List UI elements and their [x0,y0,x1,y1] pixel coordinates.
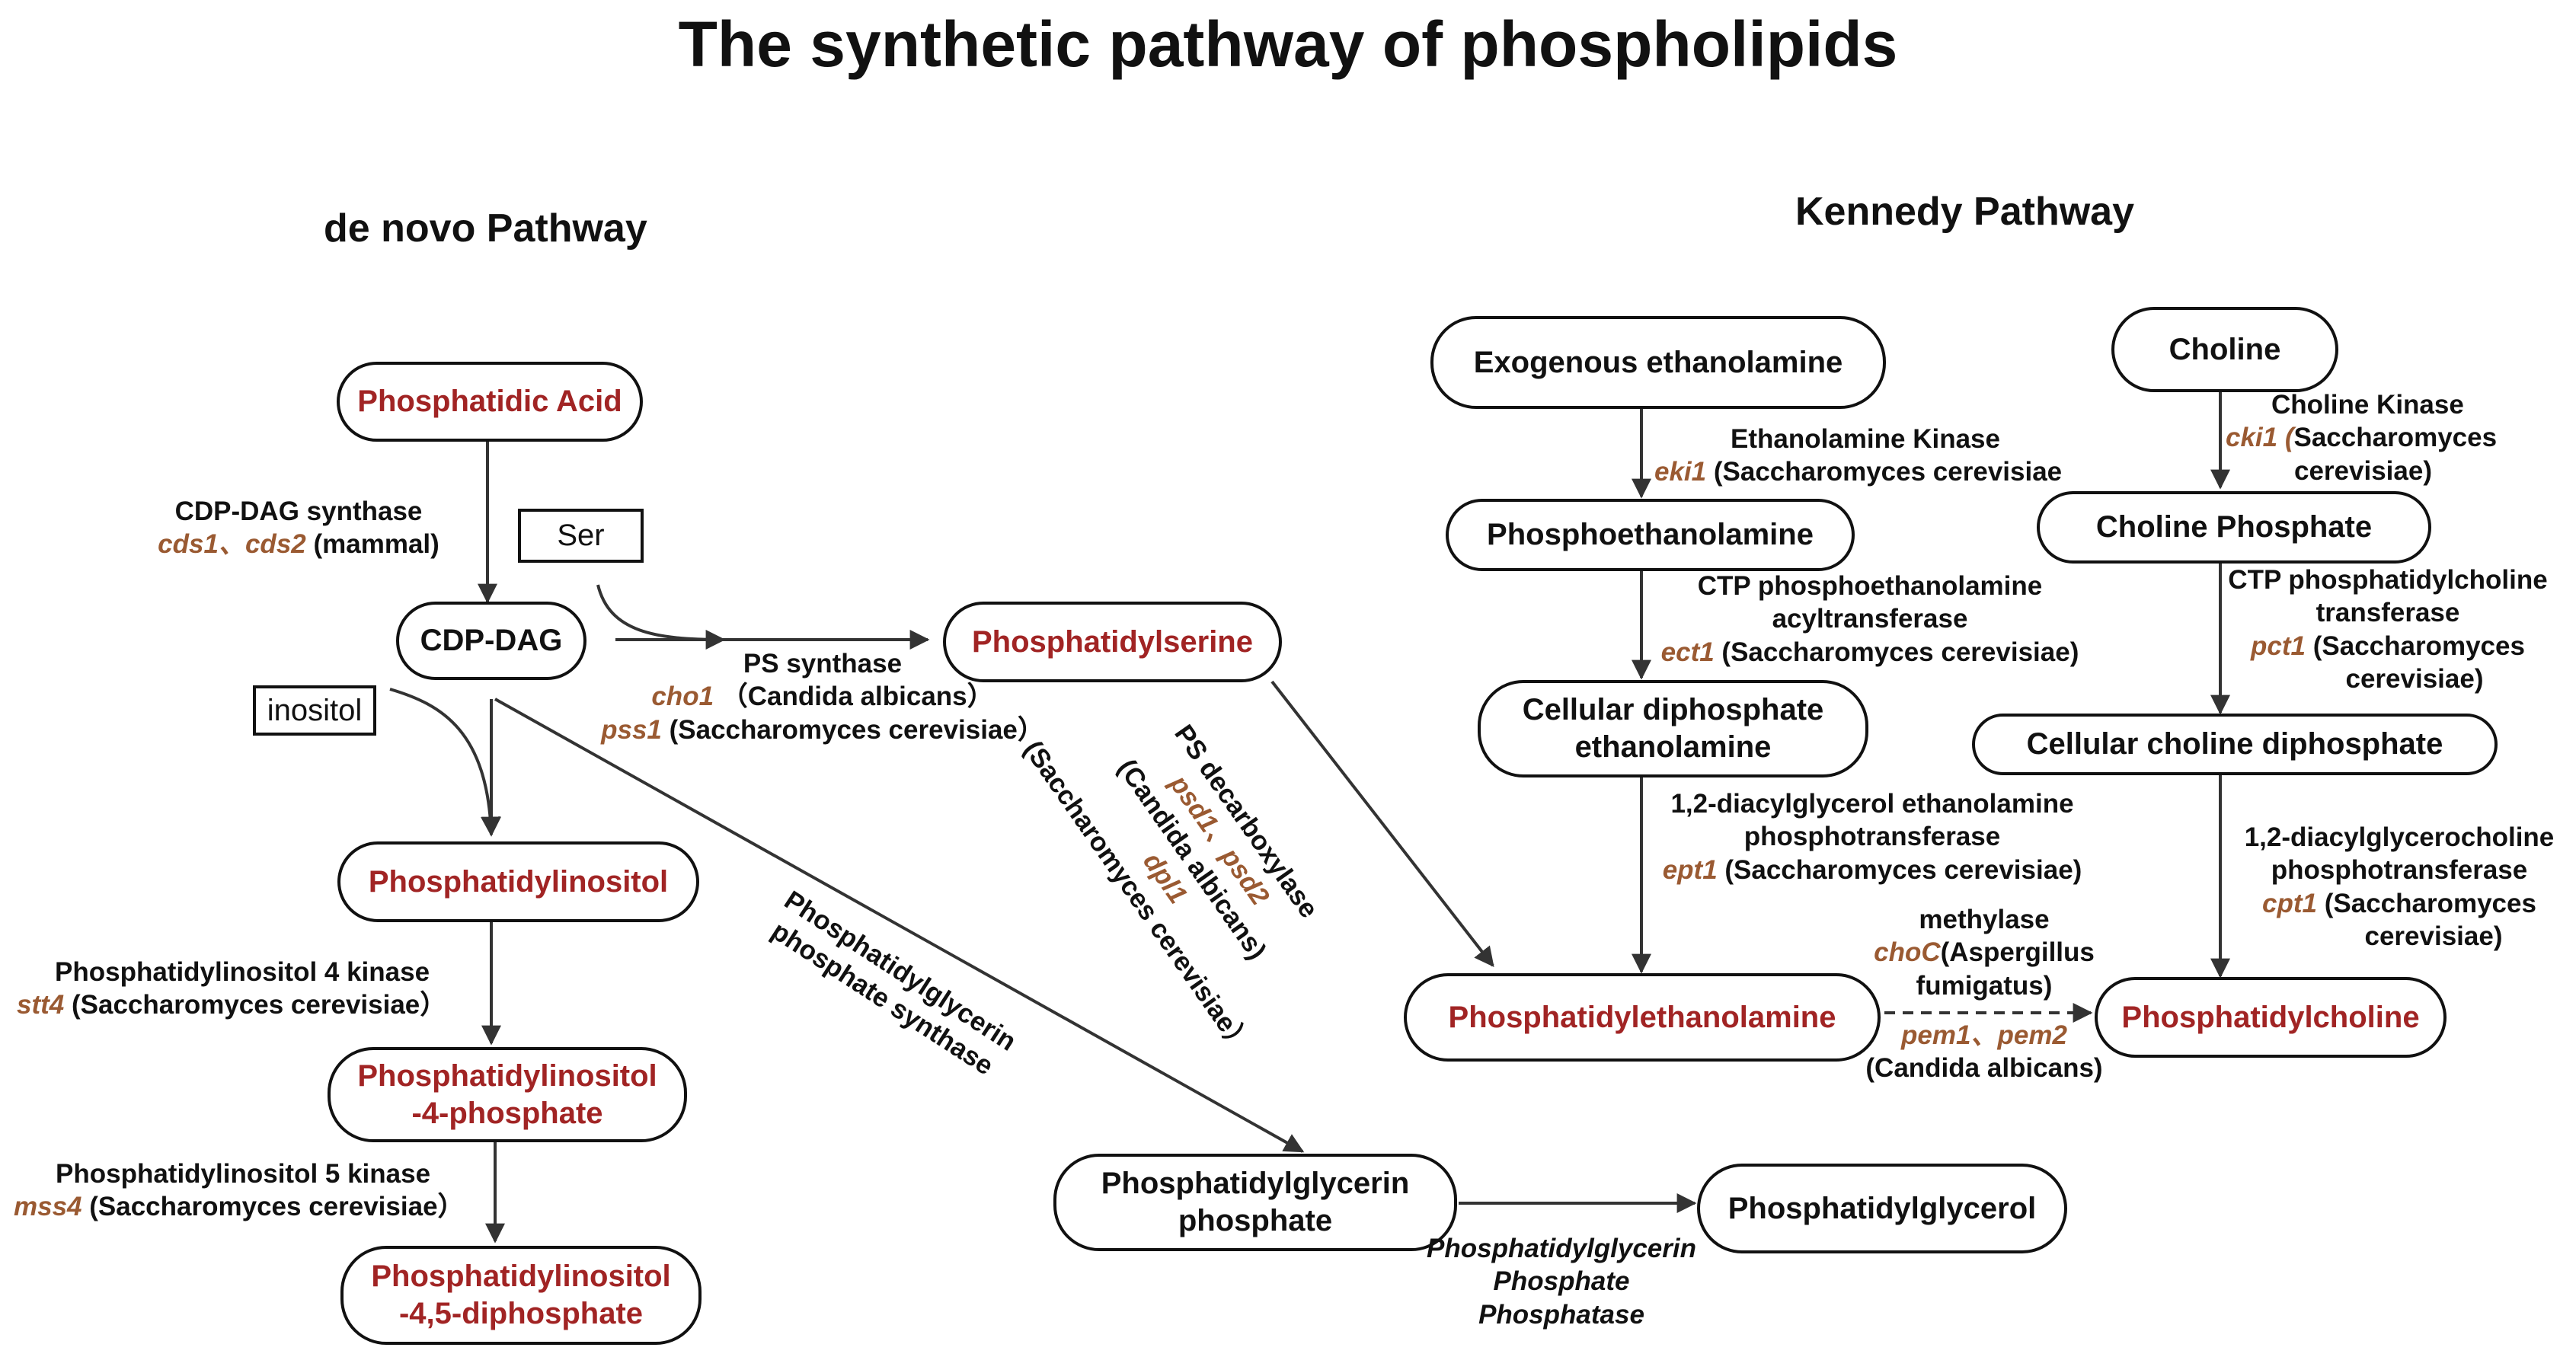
enzyme-pct-line1: CTP phosphatidylcholine [2228,565,2548,595]
node-cdp-choline: Cellular choline diphosphate [1972,714,2498,775]
node-phosphatidylserine: Phosphatidylserine [943,602,1282,682]
organism-cerevisiae: cerevisiae) [2294,455,2432,486]
label-pgp-phosphatase: Phosphatidylglycerin Phosphate Phosphata… [1427,1234,1696,1330]
gene-ect1: ect1 [1660,637,1715,667]
node-phosphoethanolamine: Phosphoethanolamine [1446,499,1855,571]
organism-candida-albicans: （Candida albicans） [714,682,994,712]
label-cpt: 1,2-diacylglycerocholine phosphotransfer… [2232,821,2567,953]
node-exogenous-ethanolamine: Exogenous ethanolamine [1430,316,1886,409]
de-novo-heading: de novo Pathway [324,206,647,251]
label-pi4-kinase: Phosphatidylinositol 4 kinase stt4 (Sacc… [17,956,504,1022]
gene-cds1: cds1 [158,529,219,560]
label-choline-kinase: Choline Kinase cki1 (Saccharomyces cerev… [2226,388,2553,487]
enzyme-ept-line2: phosphotransferase [1743,822,2001,852]
organism-cerevisiae: cerevisiae) [2364,921,2503,952]
node-ser: Ser [518,509,644,563]
label-pct: CTP phosphatidylcholine transferase pct1… [2220,564,2555,696]
arrow-cdpdag-to-pgp [494,698,1305,1153]
diagram-title: The synthetic pathway of phospholipids [678,8,1898,80]
arrow-ps-to-pe [1270,680,1494,968]
gene-cds2: cds2 [244,529,306,560]
node-choline-phosphate: Choline Phosphate [2037,491,2431,564]
label-ect: CTP phosphoethanolamine acyltransferase … [1645,570,2095,669]
organism-saccharomyces: (Saccharomyces cerevisiae) [1714,637,2079,667]
enzyme-methylase: methylase [1919,905,2050,934]
gene-cpt1: cpt1 [2262,888,2317,918]
gene-separator: 、 [1970,1020,1998,1050]
organism-aspergillus: (Aspergillus [1940,937,2095,968]
gene-pss1: pss1 [601,714,662,745]
gene-choc: choC [1874,937,1941,968]
enzyme-ps-synthase: PS synthase [743,649,903,678]
organism-candida-albicans: (Candida albicans) [1865,1053,2103,1084]
gene-cho1: cho1 [651,682,714,712]
enzyme-ect-line1: CTP phosphoethanolamine [1697,571,2043,601]
gene-stt4: stt4 [17,990,65,1020]
organism-fumigatus: fumigatus) [1916,970,2053,1001]
organism-saccharomyces: (Saccharomyces cerevisiae） [661,714,1044,745]
organism-saccharomyces: (Saccharomyces [2317,888,2536,918]
gene-pct1: pct1 [2251,631,2306,661]
label-methylase: methylase choC(Aspergillus fumigatus) [1847,903,2121,1002]
organism-cerevisiae: cerevisiae) [2345,664,2484,694]
node-phosphatidylcholine: Phosphatidylcholine [2095,977,2447,1058]
organism-saccharomyces: (Saccharomyces cerevisiae） [64,990,447,1020]
label-ps-synthase: PS synthase cho1 （Candida albicans） pss1… [579,647,1066,746]
enzyme-ethanolamine-kinase: Ethanolamine Kinase [1731,424,2000,454]
node-choline: Choline [2111,307,2338,392]
enzyme-pi5-kinase: Phosphatidylinositol 5 kinase [56,1159,431,1189]
node-cdp-ethanolamine: Cellular diphosphate ethanolamine [1478,680,1868,777]
label-ept: 1,2-diacylglycerol ethanolamine phosphot… [1644,787,2101,886]
label-ethanolamine-kinase: Ethanolamine Kinase eki1 (Saccharomyces … [1654,423,2111,489]
node-pgp: Phosphatidylglycerin phosphate [1053,1154,1457,1251]
enzyme-ect-line2: acyltransferase [1772,604,1968,634]
organism-saccharomyces: (Saccharomyces cerevisiae [1706,457,2063,487]
enzyme-choline-kinase: Choline Kinase [2271,390,2464,420]
node-pi4p: Phosphatidylinositol -4-phosphate [328,1047,687,1142]
gene-separator: 、 [218,529,245,560]
node-cdp-dag: CDP-DAG [396,602,586,680]
gene-pem1: pem1 [1901,1020,1971,1050]
node-phosphatidic-acid: Phosphatidic Acid [337,362,643,442]
gene-mss4: mss4 [14,1192,82,1222]
node-phosphatidylinositol: Phosphatidylinositol [337,841,699,922]
organism-saccharomyces: (Saccharomyces cerevisiae) [1717,854,2082,885]
enzyme-pct-line2: transferase [2316,598,2460,628]
enzyme-cpt-line2: phosphotransferase [2271,855,2528,886]
enzyme-cpt-line1: 1,2-diacylglycerocholine [2244,822,2555,852]
organism-mammal: (mammal) [305,529,439,560]
gene-cki1: cki1 ( [2226,423,2294,453]
enzyme-ept-line1: 1,2-diacylglycerol ethanolamine [1670,789,2074,819]
gene-ept1: ept1 [1662,854,1718,885]
node-phosphatidylethanolamine: Phosphatidylethanolamine [1404,973,1881,1062]
label-pi5-kinase: Phosphatidylinositol 5 kinase mss4 (Sacc… [14,1157,501,1224]
organism-saccharomyces: Saccharomyces [2293,423,2498,453]
enzyme-pi4-kinase: Phosphatidylinositol 4 kinase [55,957,430,987]
gene-pem2: pem2 [1997,1020,2067,1050]
node-phosphatidylglycerol: Phosphatidylglycerol [1697,1164,2067,1253]
organism-saccharomyces: (Saccharomyces [2306,631,2525,661]
arrow-inositol-merge [389,688,501,837]
organism-saccharomyces: (Saccharomyces cerevisiae） [81,1192,465,1222]
enzyme-cdp-dag-synthase: CDP-DAG synthase [174,497,423,526]
label-pem: pem1、pem2 (Candida albicans) [1847,1019,2121,1085]
arrow-ser-merge [596,584,726,650]
node-pi45p2: Phosphatidylinositol -4,5-diphosphate [340,1246,702,1345]
kennedy-heading: Kennedy Pathway [1795,190,2135,234]
label-cdp-dag-synthase: CDP-DAG synthase cds1、cds2 (mammal) [139,495,459,561]
gene-eki1: eki1 [1654,457,1707,487]
node-inositol: inositol [253,685,376,736]
